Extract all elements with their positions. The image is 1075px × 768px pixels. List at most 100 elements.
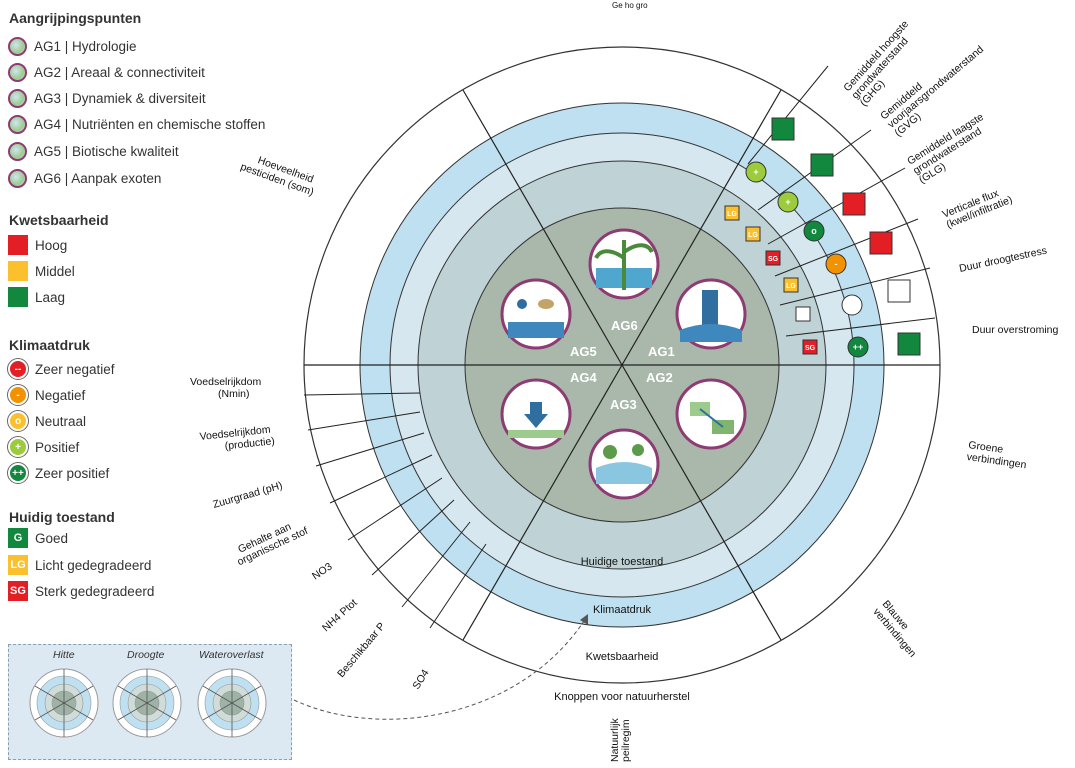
legend-label: Goed xyxy=(35,530,69,546)
symbol-neutraal: o xyxy=(8,411,28,431)
marker-overstroming-klimaatdruk xyxy=(847,336,869,358)
label-droogtestress: Duur droogtestress xyxy=(958,245,1048,275)
ring-label-huidige-toestand: Huidige toestand xyxy=(581,556,664,568)
marker-overstroming-toestand xyxy=(802,339,818,355)
mini-wheel-spokes xyxy=(34,669,262,737)
marker-ghg-toestand xyxy=(724,205,740,221)
marker-gvg-kwetsbaarheid xyxy=(810,153,834,177)
symbol-zeer-positief: ++ xyxy=(8,463,28,483)
marker-droogte-toestand xyxy=(795,306,811,322)
symbol-glg-klimaatdruk: o xyxy=(811,226,817,236)
legend-label: Zeer positief xyxy=(35,465,110,481)
code-gvg-toestand: LG xyxy=(748,232,758,239)
legend-label: AG6 | Aanpak exoten xyxy=(34,170,162,186)
inset-wheels xyxy=(29,668,267,738)
label-ag6: AG6 xyxy=(611,318,638,333)
sector-labels: AG6 AG1 AG2 AG3 AG4 AG5 xyxy=(570,318,675,412)
legend-item-licht-gedegradeerd: LG Licht gedegradeerd xyxy=(8,554,151,576)
legend-label: AG2 | Areaal & connectiviteit xyxy=(34,64,205,80)
code-flux-toestand: LG xyxy=(786,283,796,290)
biotic-icon xyxy=(8,141,27,161)
ag4-row-dividers xyxy=(303,392,487,629)
legend-label: Zeer negatief xyxy=(35,361,115,377)
swatch-hoog xyxy=(8,235,28,255)
label-nmin-line2: (Nmin) xyxy=(218,388,250,400)
label-ag5: AG5 xyxy=(570,344,597,359)
ring-names: Huidige toestand Klimaatdruk Kwetsbaarhe… xyxy=(554,556,690,703)
symbol-negatief: - xyxy=(8,385,28,405)
code-glg-toestand: SG xyxy=(768,256,779,263)
label-ag3: AG3 xyxy=(610,397,637,412)
legend-item-positief: + Positief xyxy=(8,436,79,458)
legend-label: Middel xyxy=(35,263,75,279)
symbol-zeer-negatief: -- xyxy=(8,359,28,379)
label-beschikbaar-p: Beschikbaar P xyxy=(335,620,388,680)
water-shape xyxy=(508,322,564,338)
ag2-medallion xyxy=(675,378,747,450)
marker-ghg-kwetsbaarheid xyxy=(771,117,795,141)
ring-label-knoppen: Knoppen voor natuurherstel xyxy=(554,691,690,703)
ag1-medallion xyxy=(675,278,747,350)
bird-icon xyxy=(538,299,554,309)
link-icon xyxy=(699,408,724,428)
label-nmin-line1: Voedselrijkdom xyxy=(190,376,261,388)
marker-flux-kwetsbaarheid xyxy=(869,231,893,255)
symbol-flux-klimaatdruk: - xyxy=(835,259,838,269)
legend-panel: Aangrijpingspunten AG1 | Hydrologie AG2 … xyxy=(0,0,300,768)
label-peilregime-line1: Natuurlijk xyxy=(609,717,621,762)
legend-label: Negatief xyxy=(35,387,86,403)
badge-licht-gedegradeerd: LG xyxy=(8,555,28,575)
symbol-gvg-klimaatdruk: + xyxy=(785,197,790,207)
marker-flux-klimaatdruk xyxy=(825,253,847,275)
swatch-laag xyxy=(8,287,28,307)
marker-overstroming-kwetsbaarheid xyxy=(897,332,921,356)
arrow-head-icon xyxy=(580,614,588,625)
marker-flux-toestand xyxy=(783,277,799,293)
arrow-down-icon xyxy=(524,402,548,428)
sector-spokes xyxy=(304,89,940,641)
plant-icon xyxy=(594,240,654,290)
legend-label: Positief xyxy=(35,439,80,455)
legend-item-negatief: -Negatief xyxy=(8,384,85,406)
ag3-medallion xyxy=(588,428,660,500)
marker-gvg-klimaatdruk xyxy=(777,191,799,213)
legend-title-kwetsbaarheid: Kwetsbaarheid xyxy=(9,212,109,228)
code-ghg-toestand: LG xyxy=(727,211,737,218)
legend-label: AG5 | Biotische kwaliteit xyxy=(34,143,179,159)
legend-label: Hoog xyxy=(35,237,68,253)
ag1-toestand-markers: LG LG SG LG SG xyxy=(724,205,818,355)
label-ag1: AG1 xyxy=(648,344,675,359)
marker-droogte-kwetsbaarheid xyxy=(887,279,911,303)
legend-item-ag5: AG5 | Biotische kwaliteit xyxy=(8,140,179,162)
ag1-kwetsbaarheid-markers xyxy=(771,117,921,356)
core-medallions xyxy=(500,228,747,500)
label-ag2: AG2 xyxy=(646,370,673,385)
inset-caption-droogte: Droogte xyxy=(127,649,165,661)
badge-sterk-gedegradeerd: SG xyxy=(8,581,28,601)
label-peilregime-line2: peilregim xyxy=(620,719,632,762)
symbol-positief: + xyxy=(8,437,28,457)
label-overstroming: Duur overstroming xyxy=(972,324,1059,336)
badge-goed: G xyxy=(8,528,28,548)
legend-label: Licht gedegradeerd xyxy=(35,557,152,573)
marker-ghg-klimaatdruk xyxy=(745,161,767,183)
legend-item-middel: Middel xyxy=(8,260,75,282)
legend-item-ag3: AG3 | Dynamiek & diversiteit xyxy=(8,87,206,109)
inset-caption-hitte: Hitte xyxy=(53,649,75,661)
water-wave-icon xyxy=(680,324,742,342)
tree-icon xyxy=(632,444,644,456)
connector-arrow xyxy=(293,617,587,720)
ag4-medallion xyxy=(500,378,572,450)
marker-glg-klimaatdruk xyxy=(803,220,825,242)
dynamics-icon xyxy=(8,88,27,108)
label-no3: NO3 xyxy=(310,560,335,582)
swatch-middel xyxy=(8,261,28,281)
legend-item-zeer-positief: ++ Zeer positief xyxy=(8,462,109,484)
scenario-inset: Hitte Droogte Wateroverlast xyxy=(8,644,292,760)
legend-title-huidig-toestand: Huidig toestand xyxy=(9,509,115,525)
marker-droogte-klimaatdruk xyxy=(841,294,863,316)
label-top-cut: Ge ho gro xyxy=(612,1,648,10)
marker-gvg-toestand xyxy=(745,226,761,242)
